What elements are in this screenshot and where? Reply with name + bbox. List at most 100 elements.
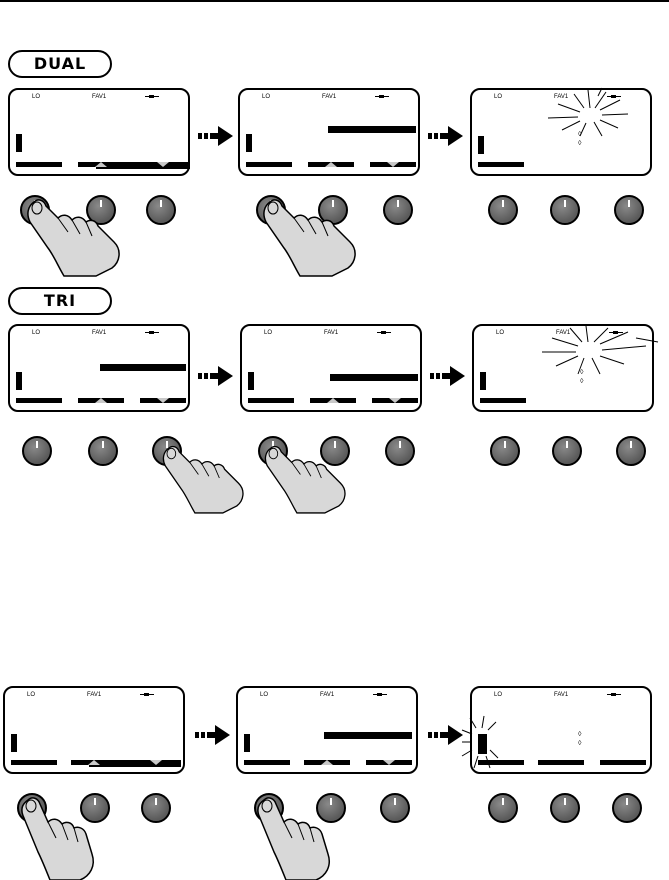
knob-right[interactable] xyxy=(614,195,644,225)
knob-center[interactable] xyxy=(88,436,118,466)
antenna-icon xyxy=(373,693,387,696)
highlight-bar xyxy=(328,126,416,133)
knob-right[interactable] xyxy=(146,195,176,225)
favorite-label: FAV1 xyxy=(87,692,101,698)
highlight-bar xyxy=(330,374,418,381)
antenna-icon xyxy=(377,331,391,334)
lcd-screen-dual-2: LO FAV1 xyxy=(238,88,420,176)
softkey-up xyxy=(304,760,350,765)
softkey-right xyxy=(600,760,646,765)
highlight-bar xyxy=(324,732,412,739)
favorite-label: FAV1 xyxy=(324,330,338,336)
mode-label: LO xyxy=(262,94,270,100)
cursor-block xyxy=(16,134,22,152)
down-arrow-icon xyxy=(389,398,401,403)
mode-label: LO xyxy=(494,692,502,698)
up-arrow-icon xyxy=(88,760,100,765)
softkey-up xyxy=(308,162,354,167)
right-arrow-icon xyxy=(195,724,231,746)
cursor-block xyxy=(480,372,486,390)
top-rule xyxy=(0,0,669,2)
down-arrow-icon xyxy=(150,760,162,765)
dual-label: DUAL xyxy=(8,50,112,78)
mode-label: LO xyxy=(27,692,35,698)
pointing-hand-icon xyxy=(24,196,134,276)
up-arrow-icon xyxy=(95,398,107,403)
mode-label: LO xyxy=(494,94,502,100)
antenna-icon xyxy=(145,95,159,98)
knob-left[interactable] xyxy=(490,436,520,466)
up-arrow-icon xyxy=(325,162,337,167)
softkey-down xyxy=(140,398,186,403)
knob-left[interactable] xyxy=(488,793,518,823)
knob-center[interactable] xyxy=(550,195,580,225)
indicator-dots: ◊◊ xyxy=(578,730,581,748)
softkey-left xyxy=(244,760,290,765)
cursor-block xyxy=(478,136,484,154)
knob-right[interactable] xyxy=(385,436,415,466)
favorite-label: FAV1 xyxy=(92,330,106,336)
mode-label: LO xyxy=(32,94,40,100)
up-arrow-icon xyxy=(321,760,333,765)
favorite-label: FAV1 xyxy=(554,692,568,698)
mode-label: LO xyxy=(32,330,40,336)
softkey-left xyxy=(478,162,524,167)
down-arrow-icon xyxy=(383,760,395,765)
knob-center[interactable] xyxy=(550,793,580,823)
right-arrow-icon xyxy=(428,724,464,746)
right-arrow-icon xyxy=(428,125,464,147)
favorite-label: FAV1 xyxy=(92,94,106,100)
softkey-up xyxy=(310,398,356,403)
pointing-hand-icon xyxy=(20,796,100,880)
softkey-down xyxy=(140,162,186,167)
knob-right[interactable] xyxy=(612,793,642,823)
softkey-left xyxy=(11,760,57,765)
softkey-left xyxy=(480,398,526,403)
knob-center[interactable] xyxy=(552,436,582,466)
softkey-left xyxy=(16,398,62,403)
flash-rays-icon xyxy=(540,88,640,138)
pointing-hand-icon xyxy=(260,196,370,276)
knob-right[interactable] xyxy=(616,436,646,466)
cursor-block xyxy=(246,134,252,152)
pointing-hand-icon xyxy=(160,438,256,518)
knob-left[interactable] xyxy=(488,195,518,225)
knob-left[interactable] xyxy=(22,436,52,466)
softkey-down xyxy=(366,760,412,765)
mode-label: LO xyxy=(496,330,504,336)
favorite-label: FAV1 xyxy=(320,692,334,698)
antenna-icon xyxy=(145,331,159,334)
right-arrow-icon xyxy=(198,365,234,387)
knob-right[interactable] xyxy=(141,793,171,823)
cursor-block xyxy=(248,372,254,390)
softkey-up xyxy=(78,398,124,403)
flash-rays-icon xyxy=(536,324,660,376)
tri-label: TRI xyxy=(8,287,112,315)
lcd-screen-tri-1: LO FAV1 xyxy=(8,324,190,412)
softkey-down xyxy=(372,398,418,403)
mode-label: LO xyxy=(260,692,268,698)
pointing-hand-icon xyxy=(256,796,336,880)
antenna-icon xyxy=(375,95,389,98)
knob-right[interactable] xyxy=(383,195,413,225)
right-arrow-icon xyxy=(198,125,234,147)
knob-right[interactable] xyxy=(380,793,410,823)
cursor-block xyxy=(11,734,17,752)
softkey-down xyxy=(370,162,416,167)
antenna-icon xyxy=(140,693,154,696)
down-arrow-icon xyxy=(157,398,169,403)
flash-rays-icon xyxy=(462,716,498,768)
down-arrow-icon xyxy=(387,162,399,167)
softkey-left xyxy=(16,162,62,167)
mode-label: LO xyxy=(264,330,272,336)
up-arrow-icon xyxy=(327,398,339,403)
highlight-bar xyxy=(100,364,186,371)
cursor-block xyxy=(16,372,22,390)
antenna-icon xyxy=(607,693,621,696)
favorite-label: FAV1 xyxy=(322,94,336,100)
softkey-up xyxy=(71,760,117,765)
softkey-left xyxy=(246,162,292,167)
softkey-up xyxy=(78,162,124,167)
lcd-screen-3-2: LO FAV1 xyxy=(236,686,418,774)
lcd-screen-dual-1: LO FAV1 xyxy=(8,88,190,176)
